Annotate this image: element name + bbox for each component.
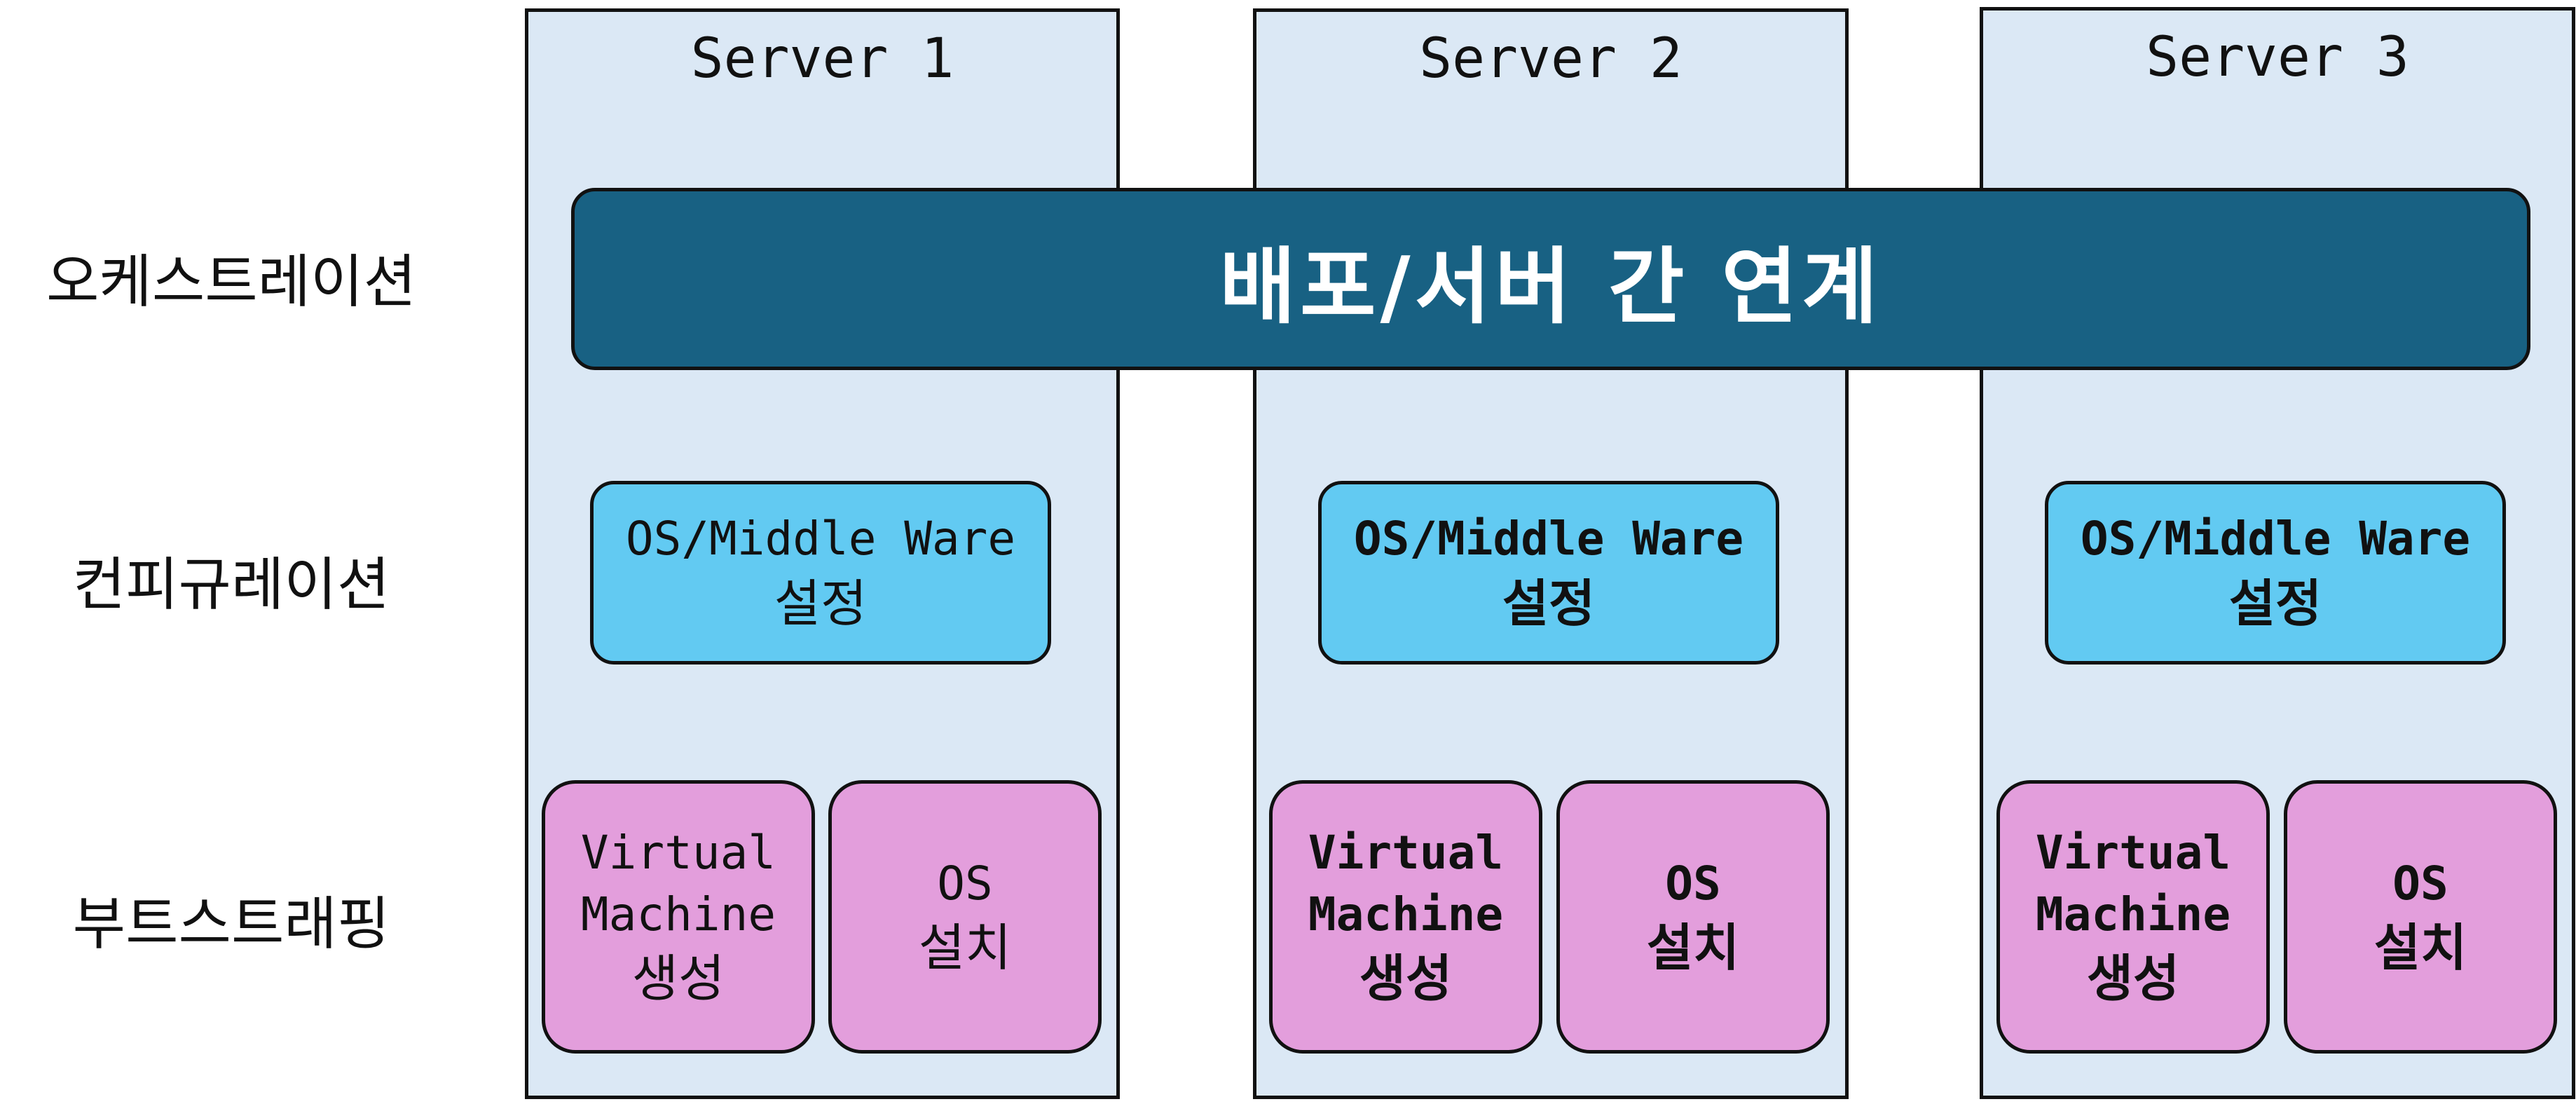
row-label-configuration: 컨피규레이션 <box>72 552 390 618</box>
server-2-config-line2: 설정 <box>1502 574 1596 633</box>
server-2-vm-line3: 생성 <box>1359 949 1453 1008</box>
server-3-config-line1: OS/Middle Ware <box>2080 512 2471 566</box>
server-2-os-install-box: OS 설치 <box>1556 780 1830 1054</box>
orchestration-banner-label: 배포/서버 간 연계 <box>1219 238 1882 335</box>
server-1-config-box: OS/Middle Ware 설정 <box>590 481 1051 665</box>
server-3-os-line1: OS <box>2392 857 2448 911</box>
server-3-vm-line2: Machine <box>2035 887 2231 941</box>
server-3-title: Server 3 <box>2146 26 2409 89</box>
server-3-os-line2: 설치 <box>2373 918 2467 977</box>
server-3-vm-create-box: Virtual Machine 생성 <box>1996 780 2270 1054</box>
row-label-bootstrapping: 부트스트래핑 <box>72 891 390 958</box>
server-3-vm-line1: Virtual <box>2035 826 2231 880</box>
row-label-orchestration: 오케스트레이션 <box>46 249 417 315</box>
server-1-vm-line2: Machine <box>580 887 776 941</box>
server-3-vm-line3: 생성 <box>2086 949 2180 1008</box>
server-1-vm-line1: Virtual <box>580 826 776 880</box>
server-2-vm-create-box: Virtual Machine 생성 <box>1269 780 1542 1054</box>
server-2-title: Server 2 <box>1419 27 1683 90</box>
server-2-config-line1: OS/Middle Ware <box>1353 512 1744 566</box>
server-1-os-line2: 설치 <box>918 918 1012 977</box>
server-1-os-install-box: OS 설치 <box>828 780 1102 1054</box>
server-3-os-install-box: OS 설치 <box>2284 780 2557 1054</box>
server-1-vm-line3: 생성 <box>631 949 725 1008</box>
server-3-config-box: OS/Middle Ware 설정 <box>2045 481 2506 665</box>
server-2-os-line2: 설치 <box>1646 918 1740 977</box>
server-2-os-line1: OS <box>1665 857 1721 911</box>
orchestration-banner: 배포/서버 간 연계 <box>571 188 2530 370</box>
server-1-title: Server 1 <box>690 27 954 90</box>
server-2-config-box: OS/Middle Ware 설정 <box>1318 481 1779 665</box>
server-1-vm-create-box: Virtual Machine 생성 <box>542 780 815 1054</box>
server-1-config-line2: 설정 <box>774 574 868 633</box>
server-1-os-line1: OS <box>937 857 993 911</box>
server-1-config-line1: OS/Middle Ware <box>625 512 1016 566</box>
server-2-vm-line1: Virtual <box>1308 826 1504 880</box>
server-3-config-line2: 설정 <box>2228 574 2322 633</box>
server-2-vm-line2: Machine <box>1308 887 1504 941</box>
